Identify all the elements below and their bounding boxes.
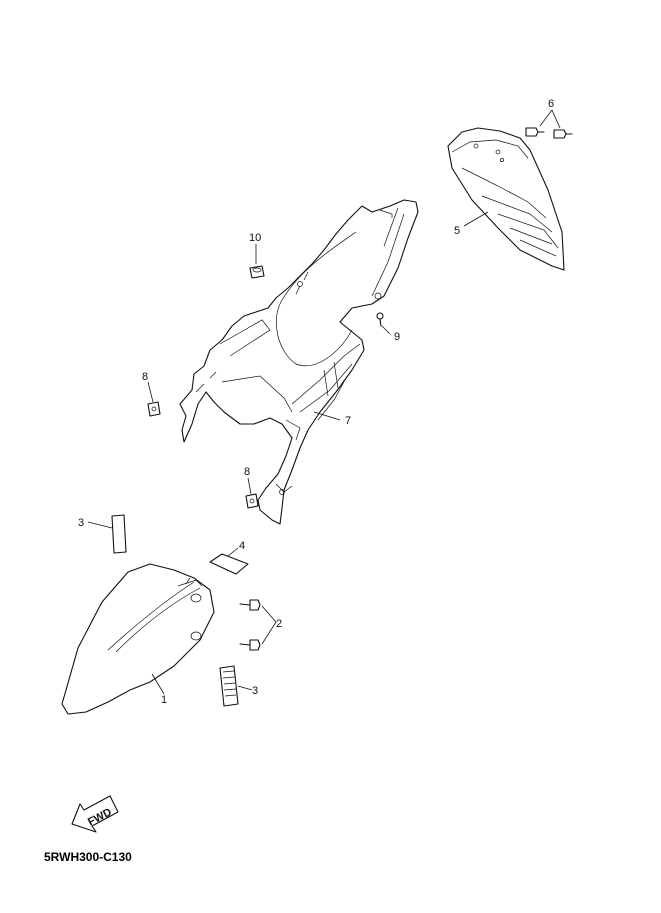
part-7-side-cover [179, 199, 419, 525]
callout-3-upper: 3 [78, 517, 84, 529]
part-8-clip-upper [147, 401, 161, 417]
callout-2: 2 [276, 618, 282, 630]
part-3-emblem-upper [111, 514, 127, 554]
callout-3-lower: 3 [252, 685, 258, 697]
callout-7: 7 [345, 415, 351, 427]
callout-8-lower: 8 [244, 466, 250, 478]
part-3-emblem-lower [219, 665, 239, 707]
callout-6: 6 [548, 98, 554, 110]
part-2-bolts [239, 599, 261, 651]
part-8-clip-lower [245, 493, 259, 509]
callout-1: 1 [161, 694, 167, 706]
leader-lines [87, 109, 561, 695]
part-10-grommet [249, 265, 265, 279]
part-6-bolts [525, 127, 573, 139]
fwd-arrow-icon: FWD [71, 795, 119, 833]
part-4-label [209, 553, 249, 575]
part-1-front-fender [61, 563, 215, 715]
callout-8-upper: 8 [142, 371, 148, 383]
part-9-screw [376, 312, 384, 327]
fwd-label: FWD [86, 806, 114, 828]
callout-10: 10 [249, 232, 261, 244]
part-5-rear-cover [447, 127, 565, 271]
callout-9: 9 [394, 331, 400, 343]
callout-5: 5 [454, 225, 460, 237]
callout-4: 4 [239, 540, 245, 552]
diagram-code: 5RWH300-C130 [44, 850, 132, 864]
